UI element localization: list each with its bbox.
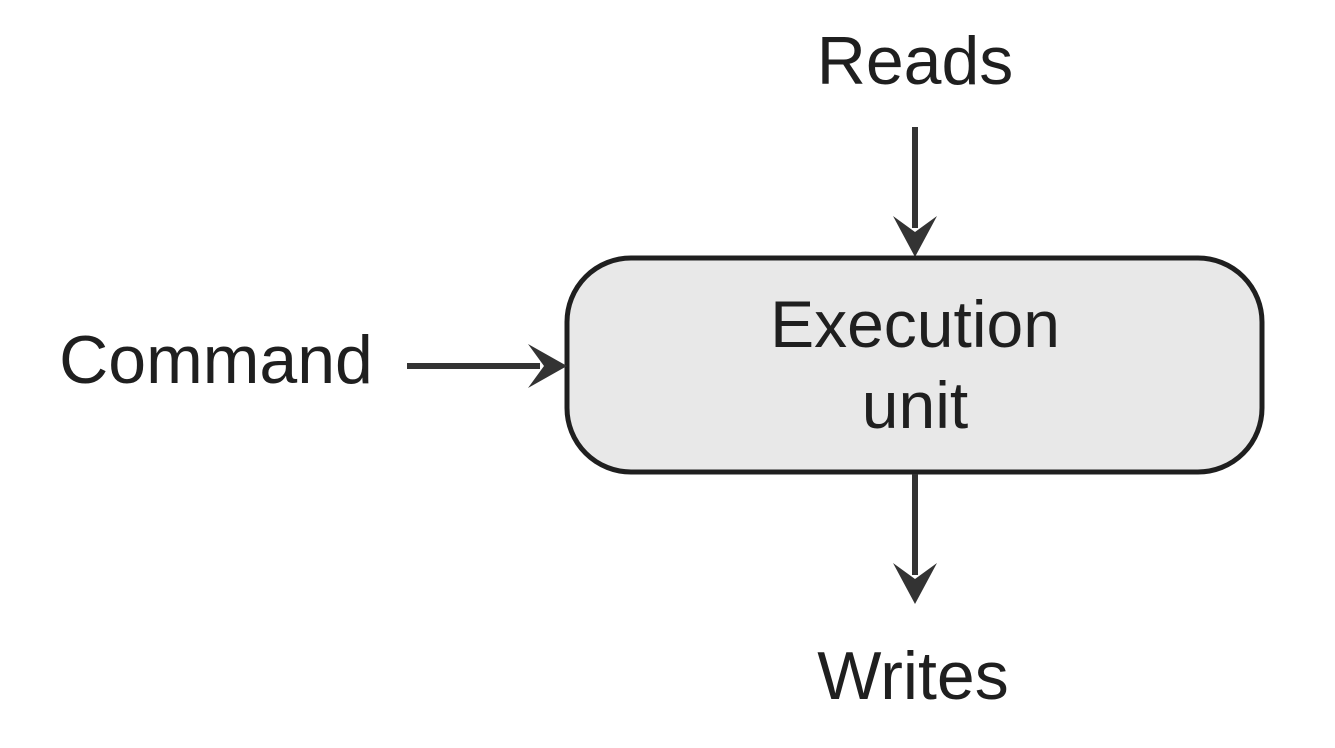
writes-arrow-head [893,563,937,604]
execution-unit-node: Execution unit [564,255,1265,475]
reads-arrow-head [893,216,937,257]
command-arrow [407,344,567,388]
execution-unit-label-line2: unit [862,368,968,442]
execution-unit-label-line1: Execution [770,287,1060,361]
writes-label: Writes [817,638,1008,714]
command-arrow-head [528,344,567,388]
writes-arrow [893,474,937,604]
reads-label: Reads [817,23,1014,99]
reads-arrow [893,127,937,257]
execution-unit-box [564,255,1265,475]
command-label: Command [59,322,373,398]
